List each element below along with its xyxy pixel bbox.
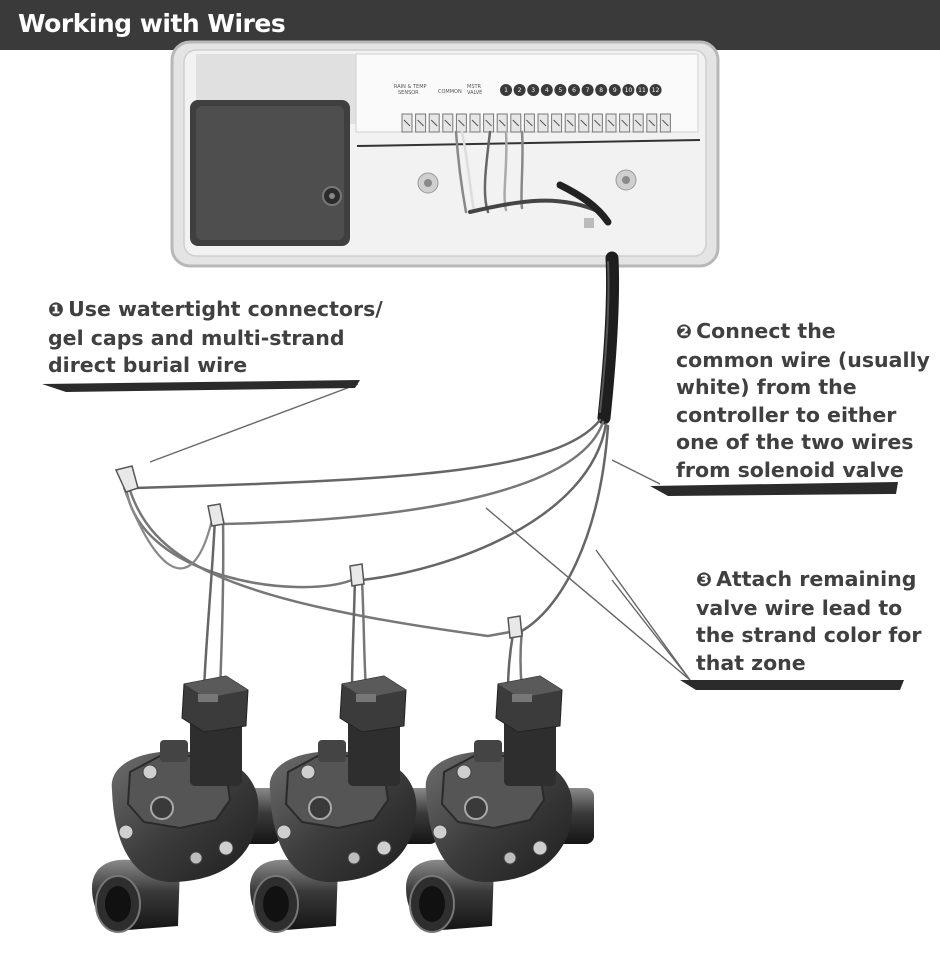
callout-text: gel caps and multi-strand xyxy=(48,325,345,350)
callout-text: common wire (usually xyxy=(676,347,930,372)
common-label: COMMON xyxy=(438,89,462,95)
zone-badge-11 xyxy=(636,84,648,96)
terminal-screw-slot xyxy=(566,119,574,127)
callout-underlines xyxy=(42,380,904,690)
connector-2 xyxy=(207,503,225,527)
zone-label-9: 9 xyxy=(613,87,617,94)
callout-line: white) from the xyxy=(676,374,930,402)
terminal-screw-slot xyxy=(634,119,642,127)
callout-number: ❷ xyxy=(676,321,693,343)
leader-lines xyxy=(149,383,691,681)
terminal-screw-slot xyxy=(539,119,547,127)
terminal-screw-slot xyxy=(526,119,533,127)
page-title: Working with Wires xyxy=(18,9,286,38)
callout-text: that zone xyxy=(696,650,806,675)
terminal-screw-slot xyxy=(498,119,506,127)
callout-text: Attach remaining xyxy=(716,567,917,591)
connector-1 xyxy=(114,465,139,493)
zone-badge-7 xyxy=(581,84,594,96)
main-cable xyxy=(597,251,620,425)
callout-line: the strand color for xyxy=(696,622,922,650)
zone-label-2: 2 xyxy=(518,87,522,94)
zone-badge-12 xyxy=(649,84,662,96)
callout-line: that zone xyxy=(696,650,922,678)
terminal-screw-slot xyxy=(553,119,560,127)
callout-text: Use watertight connectors/ xyxy=(68,297,383,321)
zone-badge-2 xyxy=(513,84,526,96)
callout-line: one of the two wires xyxy=(676,429,930,457)
zone-badge-3 xyxy=(527,84,540,96)
callout-line: valve wire lead to xyxy=(696,595,922,623)
zone-badge-5 xyxy=(554,84,567,96)
callout-line: direct burial wire xyxy=(48,352,383,380)
callout-text: valve wire lead to xyxy=(696,595,903,620)
solenoid-valve-1 xyxy=(92,675,280,933)
callout-line: common wire (usually xyxy=(676,347,930,375)
callout-2-underline xyxy=(650,482,898,496)
connector-4 xyxy=(507,615,523,639)
controller-internal-wires xyxy=(454,130,612,226)
connector-3 xyxy=(349,563,365,587)
terminal-screw-slot xyxy=(662,119,669,127)
zone-badge-9 xyxy=(608,84,621,96)
callout-number: ❸ xyxy=(696,569,713,591)
terminal-screw-slot xyxy=(458,119,465,127)
zone-label-12: 12 xyxy=(652,87,660,94)
field-wires xyxy=(122,418,610,692)
zone-label-3: 3 xyxy=(531,87,535,94)
gel-cap-connectors xyxy=(114,465,523,639)
terminal-screw-slot xyxy=(512,119,520,127)
terminal-screw-slot xyxy=(403,119,411,127)
zone-label-10: 10 xyxy=(625,87,633,94)
callout-line: from solenoid valve xyxy=(676,457,930,485)
solenoid-valve-3 xyxy=(405,675,595,933)
zone-badge-1 xyxy=(500,84,512,96)
zone-badge-10 xyxy=(622,84,635,96)
zone-label-4: 4 xyxy=(545,87,549,94)
terminal-screw-slot xyxy=(471,119,479,127)
terminal-screw-slot xyxy=(621,119,628,127)
callout-text: the strand color for xyxy=(696,623,922,647)
callout-text: Connect the xyxy=(696,319,836,343)
zone-label-6: 6 xyxy=(572,87,576,94)
terminal-screw-slot xyxy=(444,119,452,127)
terminal-screw-slot xyxy=(580,119,588,127)
callout-line: gel caps and multi-strand xyxy=(48,325,383,353)
zone-badge-4 xyxy=(540,84,553,96)
zone-label-7: 7 xyxy=(586,87,590,94)
transformer xyxy=(190,100,350,246)
terminal-screw-slot xyxy=(648,119,656,127)
callout-line: controller to either xyxy=(676,402,930,430)
callout-text: one of the two wires xyxy=(676,430,914,454)
zone-label-1: 1 xyxy=(504,87,508,94)
zone-badge-8 xyxy=(595,84,608,96)
zone-label-8: 8 xyxy=(599,87,603,94)
callout-1-underline xyxy=(42,380,360,392)
callout-text: from solenoid valve xyxy=(676,457,904,482)
callout-3-underline xyxy=(680,680,904,690)
zone-label-11: 11 xyxy=(638,87,646,94)
callout-text: white) from the xyxy=(676,375,857,399)
terminal-screw-slot xyxy=(417,119,424,127)
zone-label-5: 5 xyxy=(558,87,562,94)
terminal-screw-slot xyxy=(594,119,601,127)
callout-text: controller to either xyxy=(676,402,897,427)
zone-badge-6 xyxy=(568,84,580,96)
terminal-screw-slot xyxy=(607,119,615,127)
callout-text: direct burial wire xyxy=(48,353,248,377)
terminal-screw-slot xyxy=(485,119,492,127)
callout-number: ❶ xyxy=(48,299,65,321)
terminal-screw-slot xyxy=(430,119,438,127)
